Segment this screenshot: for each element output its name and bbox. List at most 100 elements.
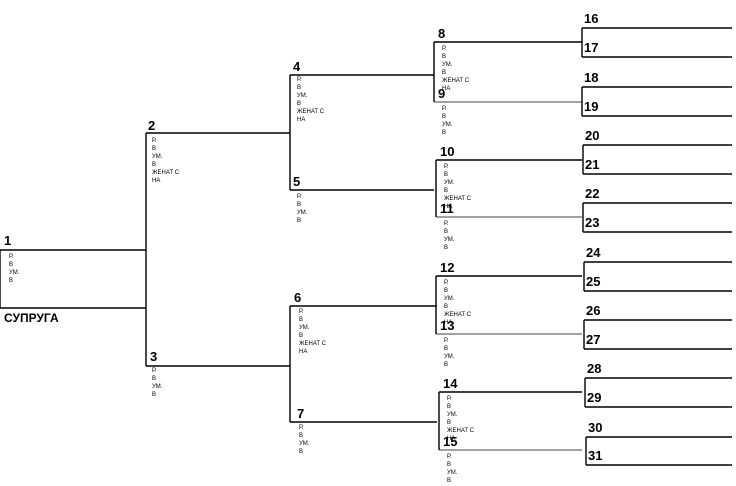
person-number-26: 26	[586, 303, 600, 318]
person-13-field-died: УМ.	[444, 354, 455, 360]
person-11-field-born: Р.	[444, 221, 449, 227]
person-2-field-born: Р.	[152, 138, 157, 144]
person-1-field-in: В	[9, 262, 13, 268]
person-number-8: 8	[438, 26, 445, 41]
person-8-field-died: УМ.	[442, 62, 453, 68]
person-number-15: 15	[443, 434, 457, 449]
connector-lines	[0, 27, 732, 466]
person-number-9: 9	[438, 86, 445, 101]
person-1-field-in: В	[9, 278, 13, 284]
person-3-field-died: УМ.	[152, 384, 163, 390]
person-6-field-married: ЖЕНАТ С	[299, 341, 327, 347]
person-number-30: 30	[588, 420, 602, 435]
person-4-field-on: НА	[297, 117, 305, 123]
person-7-field-in: В	[299, 449, 303, 455]
person-numbers: 1234567891011121314151617181920212223242…	[4, 11, 602, 463]
person-13-field-in: В	[444, 362, 448, 368]
person-14-field-born: Р.	[447, 396, 452, 402]
person-13-field-born: Р.	[444, 338, 449, 344]
person-12-field-in: В	[444, 288, 448, 294]
person-14-field-married: ЖЕНАТ С	[447, 428, 475, 434]
person-13-field-in: В	[444, 346, 448, 352]
person-8-field-on: НА	[442, 86, 450, 92]
person-10-field-in: В	[444, 188, 448, 194]
person-11-field-in: В	[444, 245, 448, 251]
person-6-field-in: В	[299, 333, 303, 339]
person-14-field-died: УМ.	[447, 412, 458, 418]
person-10-field-born: Р.	[444, 164, 449, 170]
person-5-field-died: УМ.	[297, 210, 308, 216]
person-10-field-in: В	[444, 172, 448, 178]
person-4-field-married: ЖЕНАТ С	[297, 109, 325, 115]
person-11-field-died: УМ.	[444, 237, 455, 243]
person-5-field-in: В	[297, 218, 301, 224]
person-number-10: 10	[440, 144, 454, 159]
person-number-4: 4	[293, 59, 301, 74]
person-6-field-on: НА	[299, 349, 307, 355]
person-number-23: 23	[585, 215, 599, 230]
person-number-6: 6	[294, 290, 301, 305]
person-15-field-in: В	[447, 478, 451, 484]
person-number-11: 11	[440, 201, 454, 216]
spouse-caption: СУПРУГА	[4, 311, 59, 325]
person-number-25: 25	[586, 274, 600, 289]
person-6-field-in: В	[299, 317, 303, 323]
person-10-field-died: УМ.	[444, 180, 455, 186]
person-number-27: 27	[586, 332, 600, 347]
person-3-field-in: В	[152, 376, 156, 382]
person-15-field-in: В	[447, 462, 451, 468]
person-12-field-born: Р.	[444, 280, 449, 286]
person-8-field-married: ЖЕНАТ С	[442, 78, 470, 84]
person-number-3: 3	[150, 349, 157, 364]
person-number-17: 17	[584, 40, 598, 55]
person-2-field-in: В	[152, 146, 156, 152]
person-4-field-in: В	[297, 85, 301, 91]
person-12-field-died: УМ.	[444, 296, 455, 302]
person-number-24: 24	[586, 245, 601, 260]
person-15-field-born: Р.	[447, 454, 452, 460]
person-number-29: 29	[587, 390, 601, 405]
person-6-field-died: УМ.	[299, 325, 310, 331]
person-4-field-born: Р.	[297, 77, 302, 83]
person-number-12: 12	[440, 260, 454, 275]
person-15-field-died: УМ.	[447, 470, 458, 476]
person-5-field-in: В	[297, 202, 301, 208]
person-3-field-born: Р.	[152, 368, 157, 374]
person-number-28: 28	[587, 361, 601, 376]
person-7-field-died: УМ.	[299, 441, 310, 447]
person-number-22: 22	[585, 186, 599, 201]
person-12-field-in: В	[444, 304, 448, 310]
person-6-field-born: Р.	[299, 309, 304, 315]
person-number-13: 13	[440, 318, 454, 333]
person-9-field-died: УМ.	[442, 122, 453, 128]
person-number-21: 21	[585, 157, 599, 172]
person-11-field-in: В	[444, 229, 448, 235]
person-number-31: 31	[588, 448, 602, 463]
person-1-field-born: Р.	[9, 254, 14, 260]
person-1-field-died: УМ.	[9, 270, 20, 276]
person-7-field-born: Р.	[299, 425, 304, 431]
person-number-1: 1	[4, 233, 11, 248]
person-number-19: 19	[584, 99, 598, 114]
person-number-20: 20	[585, 128, 599, 143]
person-number-16: 16	[584, 11, 598, 26]
person-8-field-in: В	[442, 70, 446, 76]
person-14-field-in: В	[447, 420, 451, 426]
person-12-field-married: ЖЕНАТ С	[444, 312, 472, 318]
person-8-field-born: Р.	[442, 46, 447, 52]
person-4-field-in: В	[297, 101, 301, 107]
person-2-field-on: НА	[152, 178, 160, 184]
person-12-field-on: НА	[444, 320, 452, 326]
person-8-field-in: В	[442, 54, 446, 60]
person-4-field-died: УМ.	[297, 93, 308, 99]
person-number-14: 14	[443, 376, 458, 391]
person-9-field-born: Р.	[442, 106, 447, 112]
person-9-field-in: В	[442, 130, 446, 136]
person-9-field-in: В	[442, 114, 446, 120]
person-10-field-married: ЖЕНАТ С	[444, 196, 472, 202]
person-5-field-born: Р.	[297, 194, 302, 200]
person-number-7: 7	[297, 406, 304, 421]
person-number-5: 5	[293, 174, 300, 189]
person-14-field-on: НА	[447, 436, 455, 442]
